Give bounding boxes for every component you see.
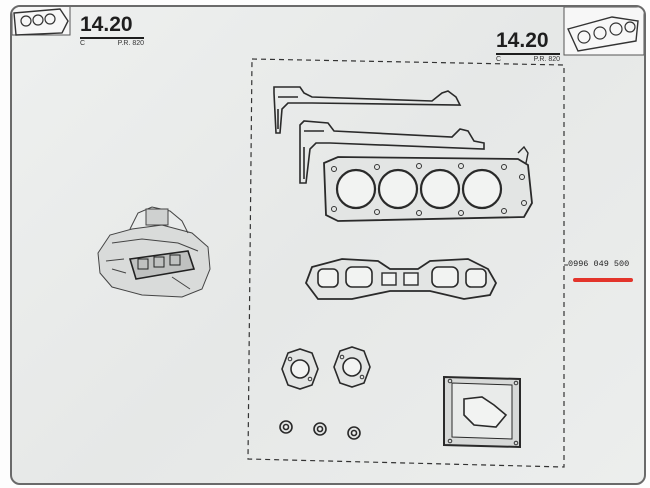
rocker-cover-gasket-lower (299, 120, 485, 184)
manifold-gasket (304, 258, 498, 300)
header-codes-right: C P.R. 820 (496, 56, 560, 63)
page-header-left: 14.20 C P.R. 820 (80, 13, 144, 47)
header-code-c-right: C (496, 56, 502, 63)
part-number-label: 0996 049 500 (568, 259, 630, 269)
catalog-sheet: 14.20 C P.R. 820 14.20 C P.R. 820 (10, 5, 646, 485)
header-rule-right (496, 53, 560, 55)
rocker-cover-gasket-upper (273, 86, 462, 134)
header-codes-left: C P.R. 820 (80, 40, 144, 47)
gasket-thumbnail-icon (563, 7, 644, 56)
gasket-thumbnail-icon (12, 7, 71, 36)
dashed-panel (247, 58, 565, 468)
page-number-left: 14.20 (80, 13, 133, 36)
header-code-c-left: C (80, 40, 86, 47)
gasket-set-drawing (12, 7, 644, 468)
seal-rings (279, 420, 361, 440)
page-header-right: 14.20 C P.R. 820 (496, 29, 560, 63)
header-code-pr-right: P.R. 820 (533, 56, 560, 63)
highlight-bar (573, 278, 633, 282)
cylinder-head-gasket (323, 145, 533, 222)
header-code-pr-left: P.R. 820 (117, 40, 144, 47)
engine-assembly-icon (97, 206, 211, 298)
page-number-right: 14.20 (496, 29, 549, 52)
header-rule-left (80, 37, 144, 39)
cover-plate-gasket (443, 375, 521, 449)
flange-gasket-left (281, 348, 319, 390)
flange-gasket-right (333, 346, 371, 388)
